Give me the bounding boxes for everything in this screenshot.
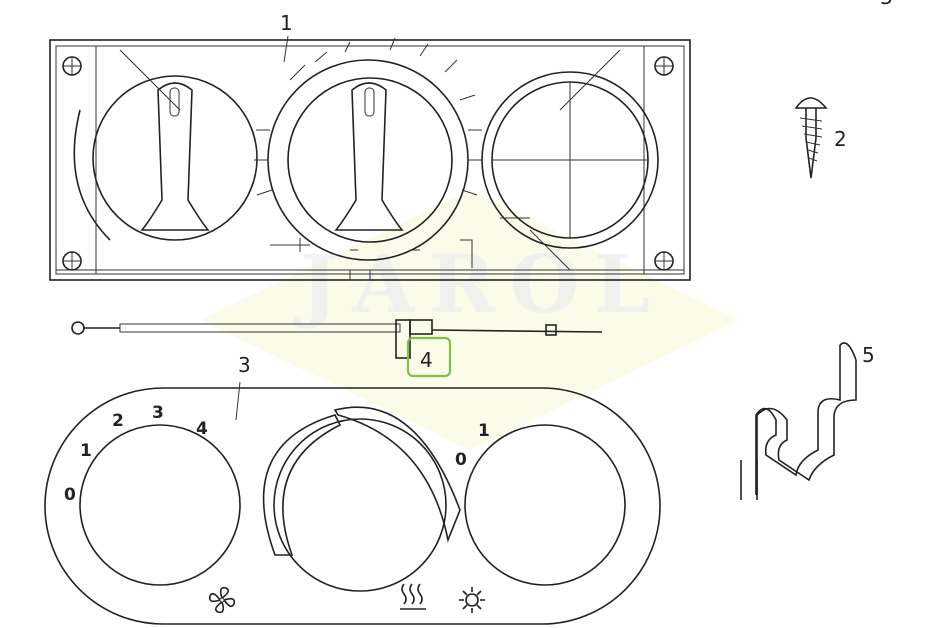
fan-speed-2: 2 bbox=[112, 411, 124, 431]
callout-4: 4 bbox=[420, 348, 433, 372]
callout-3: 3 bbox=[238, 353, 251, 377]
spring-clip-part-5: 5 bbox=[740, 342, 875, 500]
sun-recirculation-icon bbox=[459, 587, 485, 613]
fan-speed-4: 4 bbox=[196, 419, 208, 439]
air-dial-0: 0 bbox=[455, 450, 467, 470]
corner-callout-fragment: 3 bbox=[880, 0, 893, 9]
fan-speed-0: 0 bbox=[64, 485, 76, 505]
highlight-box bbox=[406, 336, 452, 378]
bowden-cable-part-4: 4 bbox=[71, 319, 603, 378]
fan-dial-opening bbox=[79, 424, 241, 586]
fan-speed-3: 3 bbox=[152, 403, 164, 423]
air-dial-1: 1 bbox=[478, 421, 490, 441]
callout-5: 5 bbox=[862, 343, 875, 367]
callout-2: 2 bbox=[834, 127, 847, 151]
control-housing-part-1: 1 bbox=[49, 11, 691, 281]
air-dial-opening bbox=[464, 424, 626, 586]
fan-icon bbox=[208, 586, 236, 614]
rear-defrost-heat-icon bbox=[400, 583, 426, 610]
faceplate-part-3: 3 0 1 2 3 4 0 1 bbox=[44, 353, 661, 625]
fan-speed-1: 1 bbox=[80, 441, 92, 461]
screw-part-2: 2 bbox=[794, 97, 847, 179]
watermark: JAROL bbox=[200, 190, 740, 450]
temperature-dial-opening bbox=[273, 418, 447, 592]
callout-1: 1 bbox=[280, 11, 293, 35]
